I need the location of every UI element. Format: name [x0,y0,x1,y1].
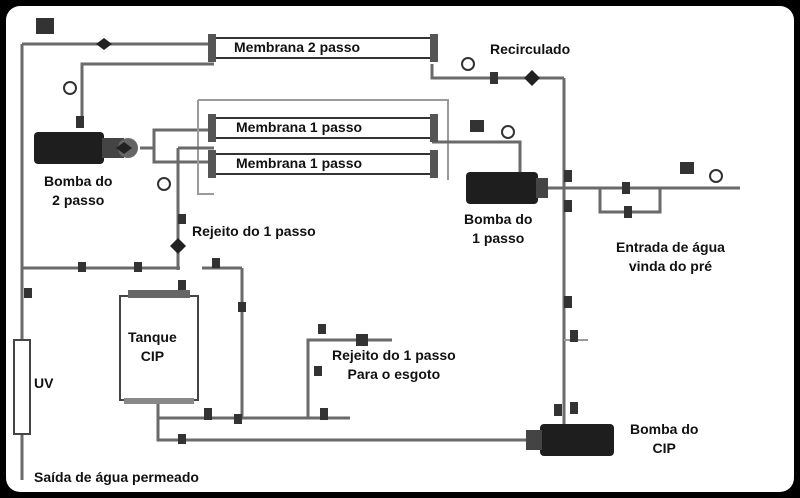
pipe-tank-to-cip-pump [156,418,540,442]
label-entrada-agua-line2: vinda do pré [628,258,713,274]
tank-cip [119,290,199,404]
pipe-pump2-discharge [140,128,214,150]
check-valve-icon [96,38,540,254]
label-rejeito-esgoto-line1: Rejeito do 1 passo [332,347,456,363]
label-bomba-1-passo: Bomba do 1 passo [464,210,532,248]
label-tanque-line1: Tanque [128,329,177,345]
membrane-1b-vessel [208,150,438,178]
label-bomba-cip: Bomba do CIP [630,420,698,458]
label-membrana-2-passo: Membrana 2 passo [234,39,361,55]
label-bomba-2-passo-line1: Bomba do [44,173,113,189]
label-tanque-cip: Tanque CIP [128,328,177,366]
pipe-membrane1b-feed [152,148,214,164]
flow-meter-icon [36,18,694,174]
valve-icon [24,72,632,444]
pipe-tank-return [202,266,244,418]
pipe-recirculado [430,64,564,80]
pipe-membrane1-manifold-left [197,100,214,195]
label-membrana-1-passo-a: Membrana 1 passo [236,119,363,135]
label-entrada-agua: Entrada de água vinda do pré [616,238,725,276]
label-uv: UV [34,375,54,391]
label-bomba-1-passo-line1: Bomba do [464,211,533,227]
pipe-membrane1-to-pump1 [432,140,522,172]
pipe-membrane1-manifold-top [198,99,449,180]
diagram-panel [6,6,794,492]
pump-cip-icon [526,424,614,456]
label-saida-agua-permeado: Saída de água permeado [34,469,199,485]
label-tanque-line2: CIP [140,348,165,364]
membrane-1a-vessel [208,114,438,142]
pipe-network [20,42,740,480]
pipe-pump2-to-membrane2 [80,62,214,98]
membrane-2-vessel [208,34,438,62]
label-bomba-cip-line2: CIP [652,440,676,456]
pressure-gauge-icon [63,57,723,191]
label-rejeito-1-passo: Rejeito do 1 passo [192,223,316,239]
uv-reactor [13,339,31,435]
label-bomba-cip-line1: Bomba do [630,421,699,437]
label-membrana-1-passo-b: Membrana 1 passo [236,155,363,171]
label-bomba-1-passo-line2: 1 passo [472,230,525,246]
label-rejeito-esgoto: Rejeito do 1 passo Para o esgoto [332,346,456,384]
label-bomba-2-passo-line2: 2 passo [52,192,105,208]
pump-1-pass-icon [466,172,548,204]
label-bomba-2-passo: Bomba do 2 passo [44,172,112,210]
label-recirculado: Recirculado [490,41,571,57]
label-entrada-agua-line1: Entrada de água [616,239,725,255]
label-rejeito-esgoto-line2: Para o esgoto [347,366,441,382]
